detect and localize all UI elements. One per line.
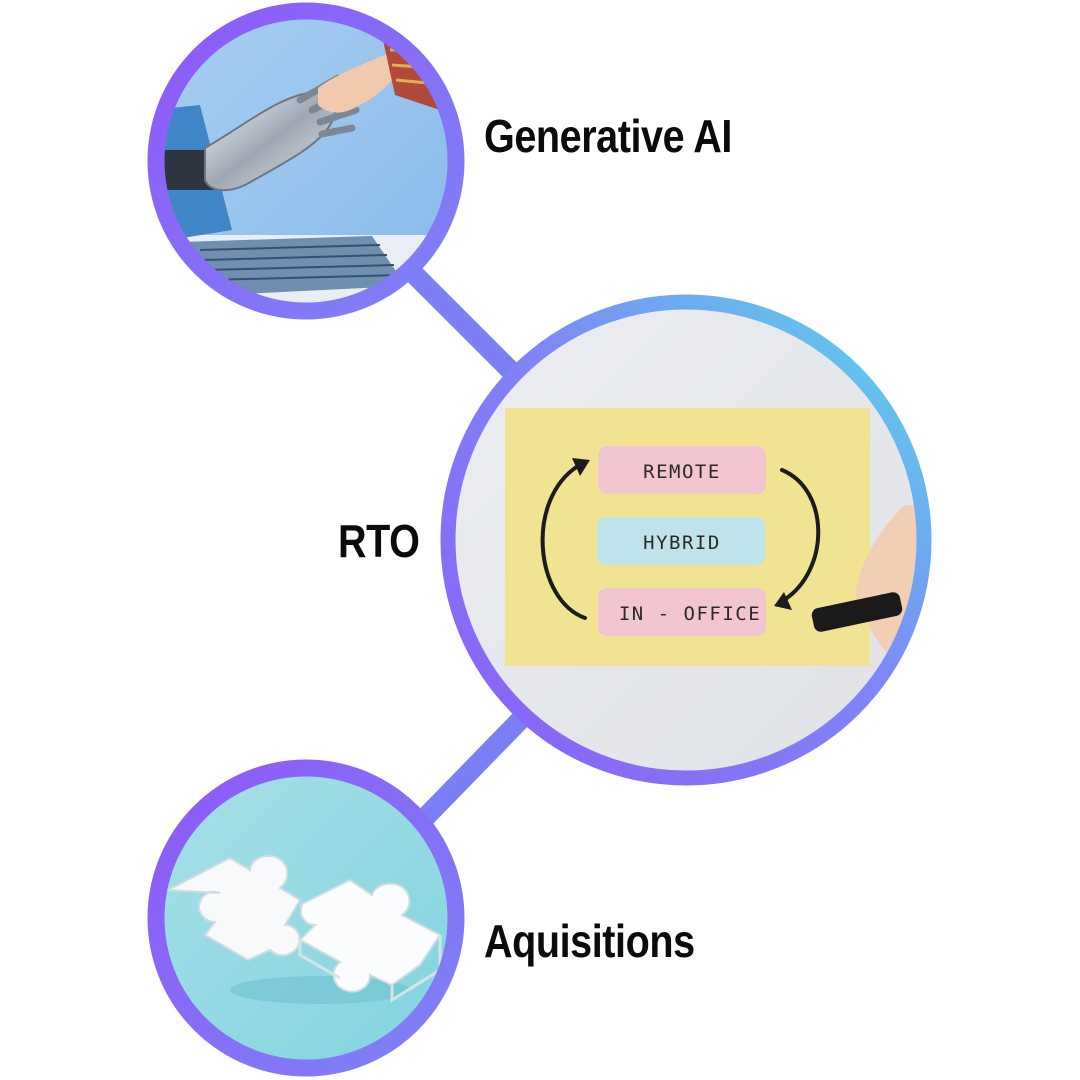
- node-genai: [147, 2, 465, 320]
- arrow-left: [540, 464, 587, 620]
- ring-genai: [147, 2, 465, 320]
- arrow-right-head: [774, 592, 792, 610]
- hybrid-tag: [597, 517, 765, 565]
- sticky-note-image: REMOTE HYBRID IN - OFFICE: [454, 308, 918, 772]
- arrow-left-head: [572, 458, 590, 476]
- robot-handshake-image: [163, 18, 449, 304]
- note-hybrid: HYBRID: [643, 532, 721, 554]
- ring-rto: [440, 294, 932, 786]
- label-aquisitions: Aquisitions: [484, 915, 695, 967]
- node-rto: REMOTE HYBRID IN - OFFICE: [440, 294, 932, 786]
- connector-top: [400, 260, 535, 395]
- connector-bottom: [405, 705, 535, 838]
- remote-tag: [598, 446, 766, 494]
- puzzle-pieces-image: [163, 775, 449, 1061]
- label-generative-ai: Generative AI: [484, 110, 733, 162]
- arrow-right: [780, 468, 821, 602]
- node-acq: [147, 759, 465, 1077]
- note-inoffice: IN - OFFICE: [619, 603, 761, 625]
- ring-acq: [147, 759, 465, 1077]
- note-remote: REMOTE: [643, 461, 721, 483]
- marker: [811, 592, 903, 632]
- label-rto: RTO: [338, 515, 420, 567]
- hand: [856, 505, 918, 680]
- inoffice-tag: [598, 588, 766, 636]
